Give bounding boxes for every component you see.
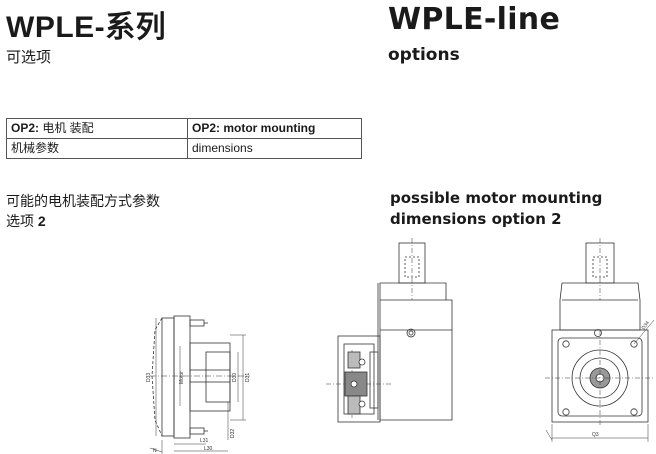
description-en-line2: dimensions option 2 bbox=[390, 210, 562, 228]
label-n: N bbox=[153, 448, 157, 454]
page-title-cn: WPLE-系列 bbox=[6, 11, 167, 44]
gearbox-side-drawing bbox=[326, 238, 453, 423]
description-cn: 可能的电机装配方式参数 选项 2 bbox=[6, 191, 160, 231]
label-d30: D30 bbox=[232, 373, 238, 382]
option-table: OP2: 电机 装配 OP2: motor mounting 机械参数 dime… bbox=[6, 118, 362, 159]
option-code-cn: OP2: bbox=[11, 121, 40, 135]
option-cell-cn-dimensions: 机械参数 bbox=[6, 138, 188, 159]
description-cn-option-number: 2 bbox=[37, 213, 46, 229]
description-en: possible motor mounting dimensions optio… bbox=[390, 188, 602, 230]
description-en-line1: possible motor mounting bbox=[390, 189, 603, 207]
label-d31: D31 bbox=[245, 373, 251, 382]
label-motor: Motor bbox=[179, 371, 185, 384]
label-l30: L30 bbox=[204, 446, 213, 452]
description-cn-option-text: 选项 bbox=[6, 213, 38, 229]
label-d33: D33 bbox=[146, 373, 152, 382]
label-q3: Q3 bbox=[592, 432, 599, 438]
option-label-en: motor mounting bbox=[220, 121, 316, 135]
flange-section-drawing bbox=[149, 315, 250, 454]
option-table-row: 机械参数 dimensions bbox=[6, 138, 362, 159]
label-d34: D34 bbox=[641, 320, 651, 331]
label-l31: L31 bbox=[200, 438, 209, 444]
subtitle-en: options bbox=[388, 45, 460, 65]
gearbox-front-drawing bbox=[545, 238, 655, 442]
option-cell-en-dimensions: dimensions bbox=[187, 138, 362, 159]
option-code-en: OP2: bbox=[192, 121, 221, 135]
label-d32: D32 bbox=[230, 429, 236, 438]
option-label-cn: 电机 装配 bbox=[39, 121, 94, 135]
description-cn-line2: 选项 2 bbox=[6, 211, 160, 231]
drawing-labels: D33 Motor D30 D31 D32 L31 L30 N D34 Q3 bbox=[146, 320, 651, 454]
page-title-en: WPLE-line bbox=[388, 2, 561, 37]
subtitle-cn: 可选项 bbox=[6, 49, 52, 66]
description-cn-line1: 可能的电机装配方式参数 bbox=[6, 193, 160, 209]
